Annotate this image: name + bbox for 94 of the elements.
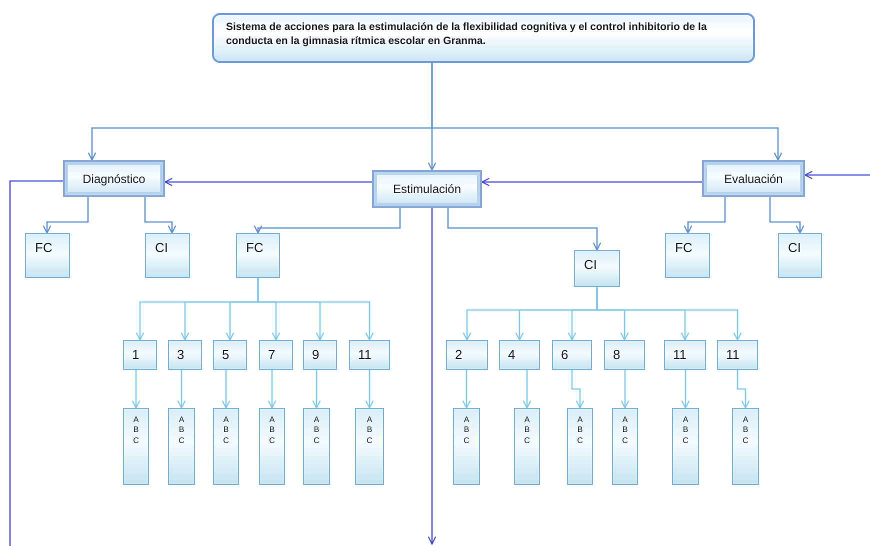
arrow xyxy=(596,287,742,341)
node-label: 1 xyxy=(132,347,140,362)
arrow xyxy=(571,370,584,409)
option-column xyxy=(123,408,149,485)
arrow xyxy=(257,278,374,341)
phase-box xyxy=(702,160,805,197)
arrow xyxy=(132,370,140,409)
node-label: CI xyxy=(584,257,597,272)
arrow xyxy=(620,370,630,409)
option-column xyxy=(514,408,540,485)
component-box xyxy=(145,233,190,278)
phase-box xyxy=(63,160,165,197)
action-box xyxy=(213,340,247,370)
option-column xyxy=(732,408,759,485)
node-label: CI xyxy=(788,240,801,255)
arrow xyxy=(481,178,702,186)
node-label: Evaluación xyxy=(724,172,783,186)
action-box xyxy=(123,340,157,370)
node-label: 11 xyxy=(673,347,686,362)
title-text: Sistema de acciones para la estimulación de la flexibilidad cognitiva y el control inhibitorio de la conducta en la gimnasia rítmica escolar en Granma. xyxy=(226,21,707,47)
node-label: A B C xyxy=(312,415,320,447)
component-box xyxy=(665,233,710,278)
option-column xyxy=(168,408,195,485)
node-label: 3 xyxy=(177,347,184,362)
node-label: 11 xyxy=(726,347,740,362)
component-box xyxy=(778,233,822,278)
connector-line xyxy=(9,180,63,546)
action-box xyxy=(349,340,390,370)
arrow xyxy=(522,370,532,409)
node-label: FC xyxy=(675,240,692,255)
node-label: FC xyxy=(35,240,52,255)
arrow xyxy=(769,197,804,234)
action-box xyxy=(259,340,293,370)
node-label: A B C xyxy=(462,415,470,447)
arrow xyxy=(736,370,750,409)
node-label: A B C xyxy=(742,415,750,447)
arrow xyxy=(431,63,782,161)
node-label: 7 xyxy=(268,347,276,362)
action-box xyxy=(552,340,592,370)
phase-box xyxy=(372,170,482,208)
arrow xyxy=(312,370,321,409)
arrow xyxy=(462,370,471,409)
component-box xyxy=(25,233,70,278)
arrow xyxy=(144,197,176,234)
arrow xyxy=(254,208,401,234)
node-label: Estimulación xyxy=(392,182,462,196)
arrow xyxy=(684,197,726,234)
arrow xyxy=(428,208,436,545)
title-box xyxy=(212,13,755,63)
node-label: A B C xyxy=(222,415,230,447)
node-label: 8 xyxy=(613,347,620,362)
option-column xyxy=(303,408,330,485)
node-label: 9 xyxy=(312,347,320,362)
node-label: A B C xyxy=(682,415,690,447)
action-box xyxy=(446,340,488,370)
node-label: 6 xyxy=(561,347,568,362)
option-column xyxy=(612,408,638,485)
arrow xyxy=(164,178,372,186)
option-column xyxy=(259,408,285,485)
arrow xyxy=(447,208,602,251)
action-box xyxy=(664,340,706,370)
node-label: 11 xyxy=(358,347,372,362)
node-label: A B C xyxy=(132,415,140,447)
action-box xyxy=(303,340,337,370)
component-box xyxy=(574,250,620,287)
action-box xyxy=(499,340,540,370)
option-column xyxy=(453,408,480,485)
option-column xyxy=(672,408,699,485)
arrow xyxy=(681,370,690,409)
arrow xyxy=(222,370,230,409)
option-column xyxy=(355,408,384,485)
node-label: A B C xyxy=(621,415,629,447)
component-box xyxy=(236,233,280,278)
node-label: A B C xyxy=(268,415,276,447)
node-label: A B C xyxy=(523,415,531,447)
action-box xyxy=(604,340,645,370)
node-label: 5 xyxy=(222,347,230,362)
arrow xyxy=(42,197,89,234)
node-label: A B C xyxy=(576,415,584,447)
node-label: A B C xyxy=(366,415,374,447)
arrow xyxy=(177,370,186,409)
node-label: 4 xyxy=(508,347,516,362)
node-label: FC xyxy=(246,240,264,255)
action-box xyxy=(717,340,758,370)
option-column xyxy=(567,408,593,485)
option-column xyxy=(213,408,239,485)
node-label: 2 xyxy=(455,347,462,362)
node-label: A B C xyxy=(178,415,186,447)
arrow xyxy=(268,370,276,409)
arrow xyxy=(804,170,870,180)
node-label: CI xyxy=(155,240,168,255)
node-label: Diagnóstico xyxy=(82,172,146,186)
arrow xyxy=(365,370,374,409)
action-box xyxy=(168,340,202,370)
